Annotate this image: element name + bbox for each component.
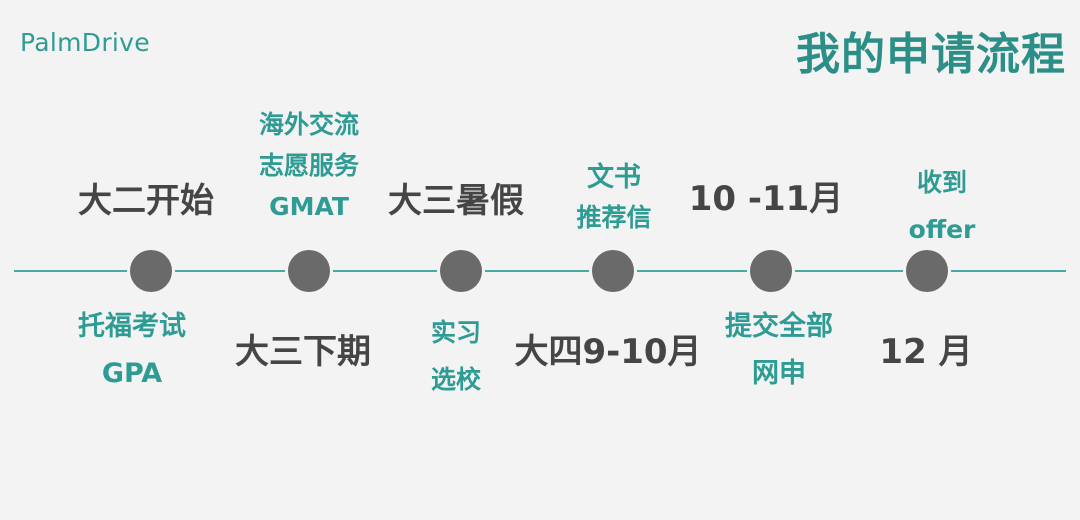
stage-3-below-line-2: 选校 (430, 365, 482, 394)
stage-6-above: 收到 offer (909, 170, 976, 242)
stage-1-below-line-2: GPA (101, 358, 163, 389)
stage-4-above-line-2: 推荐信 (576, 203, 652, 232)
stage-1-below-line-1: 托福考试 (78, 311, 186, 342)
stage-6-above-line-1: 收到 (916, 168, 967, 197)
stage-4-below: 大四9-10月 (514, 335, 701, 369)
palmdrive-logo: PalmDrive (20, 28, 150, 57)
timeline-node-6 (903, 247, 951, 295)
stage-6-below: 12 月 (879, 335, 972, 369)
timeline-node-2 (285, 247, 333, 295)
stage-1-below: 托福考试 GPA (78, 313, 186, 387)
stage-5-below-line-2: 网申 (752, 358, 806, 389)
stage-2-below-line-1: 大三下期 (235, 332, 371, 372)
timeline-line (14, 270, 1066, 272)
timeline-node-4 (589, 247, 637, 295)
stage-4-above: 文书 推荐信 (576, 164, 651, 230)
timeline-node-3 (437, 247, 485, 295)
stage-5-above: 10 -11月 (689, 182, 844, 216)
stage-6-below-line-1: 12 月 (879, 332, 973, 372)
stage-2-below: 大三下期 (235, 335, 371, 369)
stage-6-above-line-2: offer (908, 215, 976, 244)
stage-3-above: 大三暑假 (388, 184, 524, 218)
stage-2-above-line-1: 海外交流 (258, 110, 360, 139)
stage-3-below-line-1: 实习 (430, 318, 482, 347)
page-title: 我的申请流程 (796, 29, 1066, 80)
stage-3-above-line-1: 大三暑假 (388, 181, 524, 221)
stage-5-below: 提交全部 网申 (725, 313, 833, 387)
stage-1-above-line-1: 大二开始 (78, 181, 214, 221)
stage-5-below-line-1: 提交全部 (725, 311, 833, 342)
stage-2-above-line-3: GMAT (269, 192, 349, 221)
stage-4-below-line-1: 大四9-10月 (514, 332, 702, 372)
stage-2-above-line-2: 志愿服务 (258, 151, 360, 180)
stage-1-above: 大二开始 (78, 184, 214, 218)
timeline-node-5 (747, 247, 795, 295)
stage-2-above: 海外交流 志愿服务 GMAT (259, 112, 359, 219)
stage-4-above-line-1: 文书 (586, 162, 641, 193)
stage-3-below: 实习 选校 (431, 320, 481, 392)
stage-5-above-line-1: 10 -11月 (688, 179, 844, 219)
timeline-node-1 (127, 247, 175, 295)
